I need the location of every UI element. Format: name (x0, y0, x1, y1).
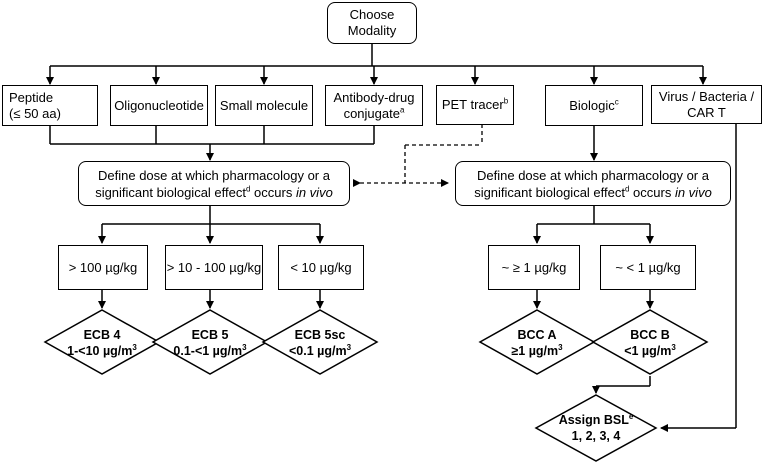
outcome-range: <1 µg/m3 (624, 342, 676, 358)
dose-box-gt100: > 100 µg/kg (58, 245, 148, 290)
modality-peptide: Peptide (≤ 50 aa) (2, 85, 98, 126)
define-right-line2: significant biological effectd occurs in… (474, 184, 712, 200)
virus-line2: CAR T (687, 104, 726, 120)
modality-virus: Virus / Bacteria / CAR T (651, 85, 762, 124)
define-right-line1: Define dose at which pharmacology or a (477, 167, 709, 183)
outcome-range: 1-<10 µg/m3 (67, 342, 137, 358)
bsl-diamond (534, 394, 658, 462)
outcome-diamond (43, 309, 161, 375)
dose-box-10-100: > 10 - 100 µg/kg (165, 245, 263, 290)
outcome-title: ECB 4 (83, 328, 121, 342)
outcome-title: ECB 5sc (294, 328, 346, 342)
outcome-range: 0.1-<1 µg/m3 (173, 342, 247, 358)
bsl-line1: Assign BSLe (558, 411, 634, 427)
outcome-range: ≥1 µg/m3 (511, 342, 563, 358)
bsl-line2: 1, 2, 3, 4 (571, 429, 621, 443)
small-molecule-label: Small molecule (219, 97, 309, 113)
assign-bsl: Assign BSLe 1, 2, 3, 4 (546, 411, 646, 445)
outcome-ecb5sc: ECB 5sc <0.1 µg/m3 (270, 326, 370, 360)
root-label-line1: Choose (349, 7, 395, 22)
footnote-a: a (399, 105, 405, 115)
footnote-d: d (245, 184, 251, 194)
outcome-ecb5: ECB 5 0.1-<1 µg/m3 (160, 326, 260, 360)
modality-adc: Antibody-drug conjugatea (325, 85, 423, 126)
footnote-c: c (614, 97, 619, 107)
define-left-line2: significant biological effectd occurs in… (95, 184, 333, 200)
modality-small-molecule: Small molecule (215, 85, 313, 126)
define-dose-box-left: Define dose at which pharmacology or a s… (78, 161, 350, 206)
dose-label: > 10 - 100 µg/kg (166, 259, 262, 275)
define-left-line1: Define dose at which pharmacology or a (98, 167, 330, 183)
footnote-b: b (503, 96, 509, 106)
oligo-label: Oligonucleotide (114, 97, 204, 113)
outcome-title: BCC B (630, 328, 670, 342)
outcome-diamond (591, 309, 709, 375)
dose-box-lt1: ~ < 1 µg/kg (600, 245, 696, 290)
outcome-diamond (151, 309, 269, 375)
dose-label: < 10 µg/kg (290, 259, 352, 275)
outcome-bcca: BCC A ≥1 µg/m3 (487, 326, 587, 360)
dose-label: ~ < 1 µg/kg (615, 259, 681, 275)
peptide-line2: (≤ 50 aa) (9, 105, 61, 121)
footnote-d: d (624, 184, 630, 194)
root-label-line2: Modality (347, 23, 397, 38)
footnote-e: e (628, 411, 634, 421)
pet-label: PET tracerb (441, 96, 509, 112)
outcome-diamond (261, 309, 379, 375)
adc-line2: conjugatea (343, 105, 405, 121)
modality-oligonucleotide: Oligonucleotide (110, 85, 208, 126)
outcome-diamond (478, 309, 596, 375)
outcome-bccb: BCC B <1 µg/m3 (600, 326, 700, 360)
outcome-range: <0.1 µg/m3 (288, 342, 352, 358)
outcome-title: BCC A (517, 328, 557, 342)
modality-pet-tracer: PET tracerb (436, 85, 514, 125)
dose-label: ~ ≥ 1 µg/kg (501, 259, 567, 275)
adc-line1: Antibody-drug (333, 89, 415, 105)
dose-box-lt10: < 10 µg/kg (278, 245, 364, 290)
dose-label: > 100 µg/kg (68, 259, 138, 275)
dose-box-ge1: ~ ≥ 1 µg/kg (488, 245, 580, 290)
outcome-ecb4: ECB 4 1-<10 µg/m3 (52, 326, 152, 360)
peptide-line1: Peptide (9, 89, 54, 105)
outcome-title: ECB 5 (191, 328, 229, 342)
biologic-label: Biologicc (569, 97, 619, 113)
modality-biologic: Biologicc (545, 85, 643, 126)
choose-modality-box: Choose Modality (327, 2, 417, 44)
virus-line1: Virus / Bacteria / (658, 88, 755, 104)
define-dose-box-right: Define dose at which pharmacology or a s… (455, 161, 731, 206)
